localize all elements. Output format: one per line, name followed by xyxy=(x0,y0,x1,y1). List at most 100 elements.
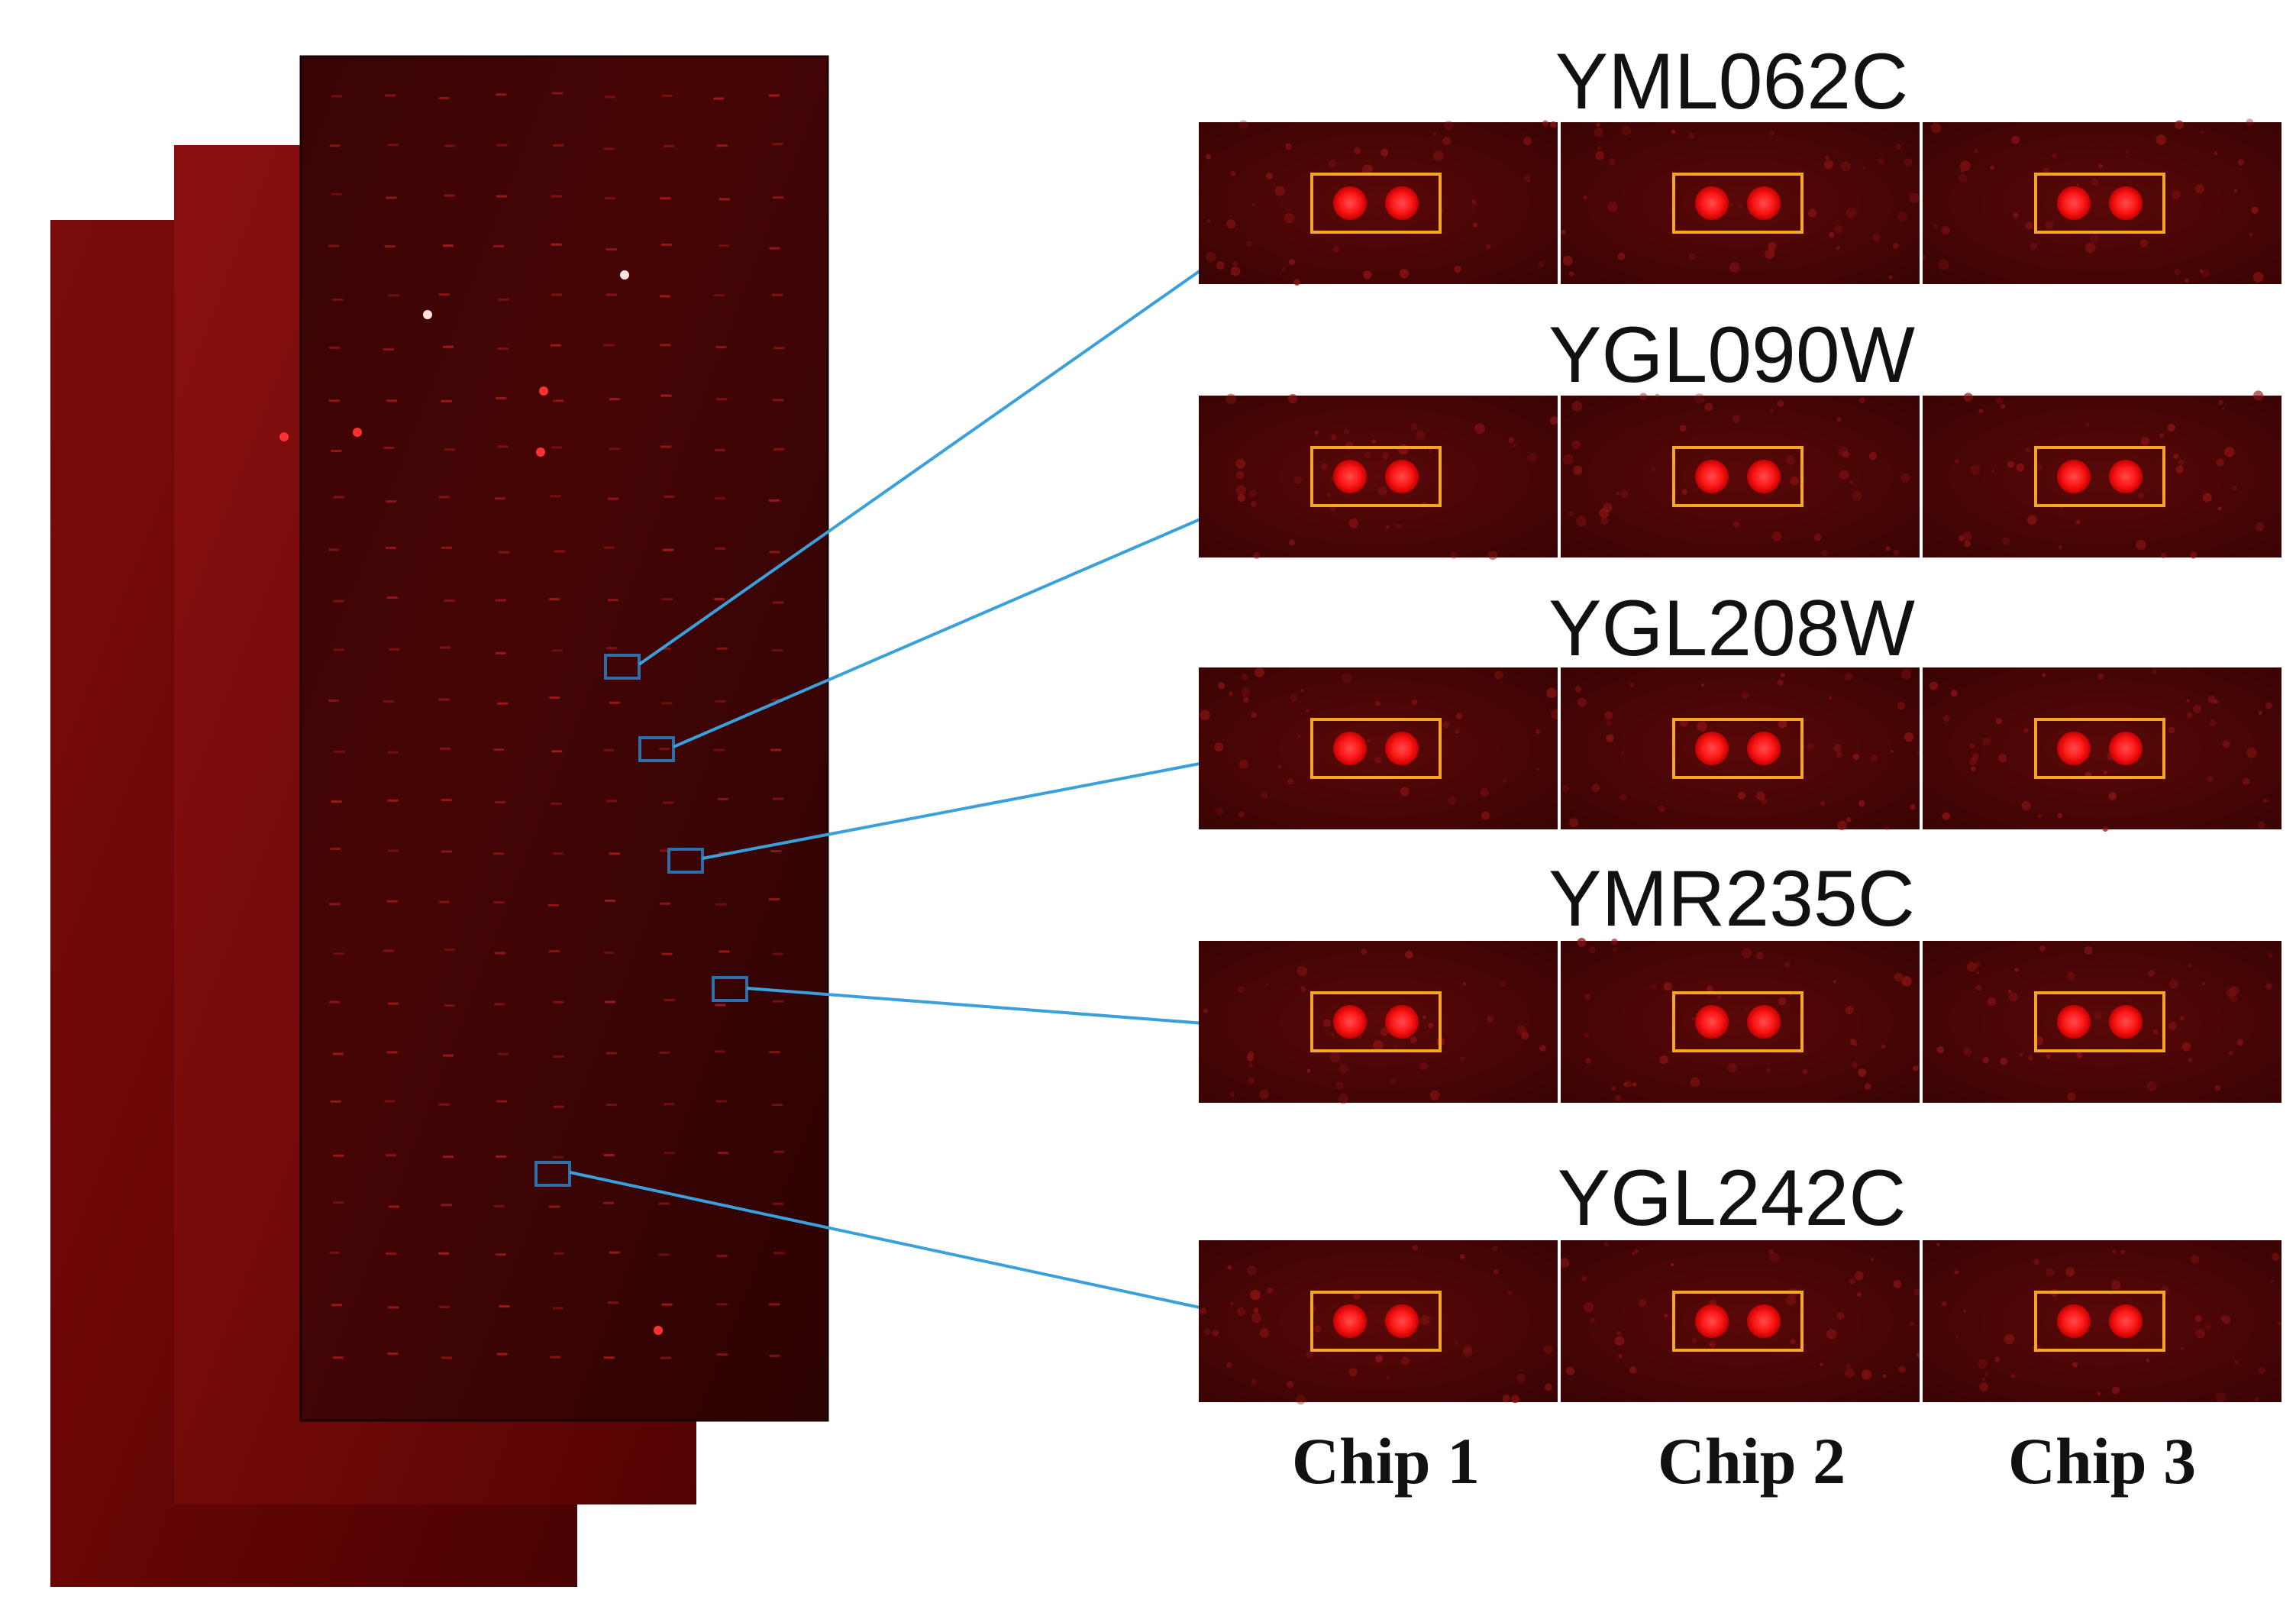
panel-speckle xyxy=(1454,729,1460,735)
panel-speckle xyxy=(2156,134,2167,145)
array-spot-pair xyxy=(328,244,340,247)
panel-speckle xyxy=(1295,1394,1306,1405)
panel-speckle xyxy=(1215,806,1224,816)
panel-speckle xyxy=(1294,476,1303,484)
array-spot-pair xyxy=(498,298,509,301)
panel-speckle xyxy=(1253,552,1261,559)
array-spot-pair xyxy=(713,748,725,751)
array-spot-pair xyxy=(663,801,674,804)
panel-speckle xyxy=(1785,1295,1797,1306)
panel-speckle xyxy=(2209,719,2217,727)
panel-speckle xyxy=(1861,1369,1872,1380)
panel-speckle xyxy=(1855,1042,1858,1047)
panel-speckle xyxy=(2097,1391,2101,1395)
panel-speckle xyxy=(1837,820,1847,831)
zoom-panel xyxy=(1920,118,2281,284)
array-spot-pair xyxy=(719,244,730,247)
panel-speckle xyxy=(1523,175,1532,183)
panel-speckle xyxy=(1565,1366,1575,1375)
panel-speckle xyxy=(1226,219,1236,229)
panel-speckle xyxy=(1621,125,1632,136)
panel-speckle xyxy=(2246,118,2254,127)
duplicate-spot-right xyxy=(2109,1304,2143,1338)
panel-speckle xyxy=(1265,172,1273,179)
array-spot-pair xyxy=(769,247,780,250)
spot-highlight-box xyxy=(2034,718,2165,779)
array-spot-pair xyxy=(328,346,340,349)
panel-speckle xyxy=(2178,459,2185,466)
spot-highlight-box xyxy=(1310,446,1442,507)
array-spot-pair xyxy=(603,748,615,751)
panel-speckle xyxy=(1373,1039,1384,1051)
panel-speckle xyxy=(1929,681,1939,690)
panel-speckle xyxy=(1212,1330,1219,1337)
array-spot-pair xyxy=(328,548,340,551)
zoom-panel xyxy=(1923,1240,2281,1402)
panel-speckle xyxy=(2046,1268,2055,1277)
panel-speckle xyxy=(1959,160,1971,172)
panel-speckle xyxy=(1332,246,1339,254)
gene-label-3: YGL208W xyxy=(1548,584,1915,673)
panel-speckle xyxy=(1343,429,1350,435)
array-spot-pair xyxy=(605,1052,617,1055)
panel-speckle xyxy=(1820,1362,1823,1366)
panel-speckle xyxy=(2172,190,2181,199)
panel-speckle xyxy=(1364,451,1371,458)
panel-speckle xyxy=(1571,440,1581,449)
panel-speckle xyxy=(1842,451,1850,458)
array-spot-pair xyxy=(442,345,454,348)
array-spot-pair xyxy=(497,445,509,448)
gene-label-1: YML062C xyxy=(1555,37,1908,126)
panel-speckle xyxy=(1250,1289,1261,1301)
zoom-panel xyxy=(1199,667,1561,829)
panel-speckle xyxy=(1363,270,1372,280)
array-spot-pair xyxy=(714,598,725,601)
array-spot-pair xyxy=(659,295,670,298)
panel-speckle xyxy=(2272,1252,2280,1261)
panel-speckle xyxy=(1690,1077,1700,1088)
panel-speckle xyxy=(1442,136,1452,146)
spot-highlight-box xyxy=(1672,991,1804,1052)
panel-speckle xyxy=(1442,721,1450,729)
panel-speckle xyxy=(1214,742,1224,752)
panel-speckle xyxy=(1969,743,1975,749)
panel-speckle xyxy=(1938,259,1949,270)
panel-speckle xyxy=(1454,1340,1458,1345)
array-spot-pair xyxy=(661,94,673,97)
array-spot-pair xyxy=(550,1356,561,1359)
panel-speckle xyxy=(1971,752,1980,760)
panel-speckle xyxy=(1259,1328,1270,1338)
panel-speckle xyxy=(1982,737,1991,746)
panel-speckle xyxy=(1632,1082,1637,1087)
panel-speckle xyxy=(1511,1395,1519,1404)
panel-speckle xyxy=(1651,467,1656,472)
array-spot-pair xyxy=(772,698,783,701)
duplicate-spot-left xyxy=(1333,186,1367,220)
array-spot-pair xyxy=(772,952,783,955)
panel-speckle xyxy=(2146,1081,2157,1092)
array-spot-pair xyxy=(387,849,399,852)
panel-speckle xyxy=(1942,1301,1947,1307)
panel-speckle xyxy=(1433,132,1437,136)
array-spot-pair xyxy=(769,898,780,901)
panel-speckle xyxy=(2258,821,2265,829)
panel-speckle xyxy=(2258,1367,2266,1375)
panel-speckle xyxy=(2216,1392,2226,1402)
panel-speckle xyxy=(1607,202,1618,212)
panel-speckle xyxy=(1560,229,1566,235)
panel-speckle xyxy=(1614,1336,1625,1346)
array-spot-pair xyxy=(438,698,450,701)
panel-speckle xyxy=(1297,735,1301,738)
panel-speckle xyxy=(2120,1249,2126,1255)
array-spot-pair xyxy=(715,1003,726,1007)
panel-speckle xyxy=(2013,212,2019,218)
panel-speckle xyxy=(1516,1373,1526,1383)
array-spot-pair xyxy=(716,1255,728,1258)
panel-speckle xyxy=(1371,439,1376,444)
panel-speckle xyxy=(1823,160,1833,170)
panel-speckle xyxy=(1995,718,2002,725)
panel-speckle xyxy=(1339,1064,1348,1074)
panel-speckle xyxy=(1978,409,1984,414)
panel-speckle xyxy=(1542,120,1548,127)
panel-speckle xyxy=(1288,258,1296,266)
